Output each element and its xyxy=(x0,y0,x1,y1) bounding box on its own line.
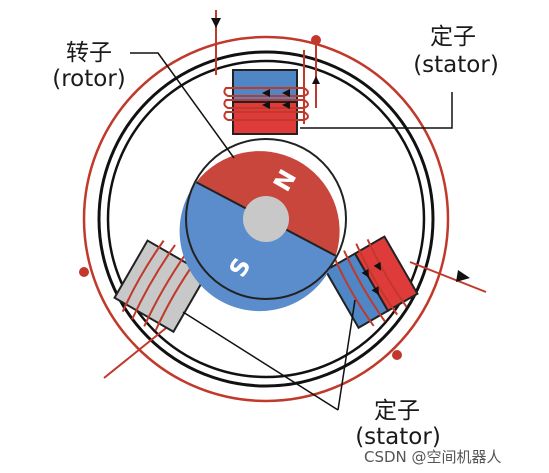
stator-top-blue xyxy=(232,69,298,104)
rotor-label-en: (rotor) xyxy=(52,66,126,92)
input-arrow-top xyxy=(211,18,221,28)
stator-left xyxy=(113,239,208,334)
outer-wire-ring xyxy=(82,35,450,403)
wire-node-right xyxy=(392,350,402,360)
rotor-leader-line xyxy=(130,52,235,159)
stator-top xyxy=(223,44,320,135)
stator-bottom-label-cn: 定子 xyxy=(374,398,420,424)
rotor-shaft xyxy=(243,196,289,242)
stator-top-leader-line xyxy=(300,92,453,129)
rotor-label-cn: 转子 xyxy=(66,40,112,66)
housing-outer-ring xyxy=(97,50,435,388)
rotor-outline xyxy=(185,138,347,300)
wire-node-left xyxy=(79,267,89,277)
stator-bottom-leader-line-right xyxy=(337,299,356,411)
watermark: CSDN @空间机器人 xyxy=(364,448,502,466)
stator-right-arrows xyxy=(361,261,382,296)
output-arrow-right xyxy=(456,270,470,282)
stator-right-coil xyxy=(333,238,408,327)
stator-top-arrows xyxy=(262,76,320,109)
output-wire-left xyxy=(103,319,177,379)
stator-top-label-cn: 定子 xyxy=(430,24,476,50)
rotor-south-half xyxy=(179,182,336,312)
stator-top-label-en: (stator) xyxy=(413,52,499,78)
stator-right xyxy=(324,235,419,330)
stator-bottom-label-en: (stator) xyxy=(355,424,441,450)
stator-top-coil xyxy=(223,44,317,124)
stator-bottom-leader-line-left xyxy=(182,311,339,411)
housing-inner-ring xyxy=(106,59,426,379)
output-wire-right xyxy=(409,261,487,293)
wire-node-top xyxy=(311,35,321,45)
rotor: N S xyxy=(179,138,347,312)
